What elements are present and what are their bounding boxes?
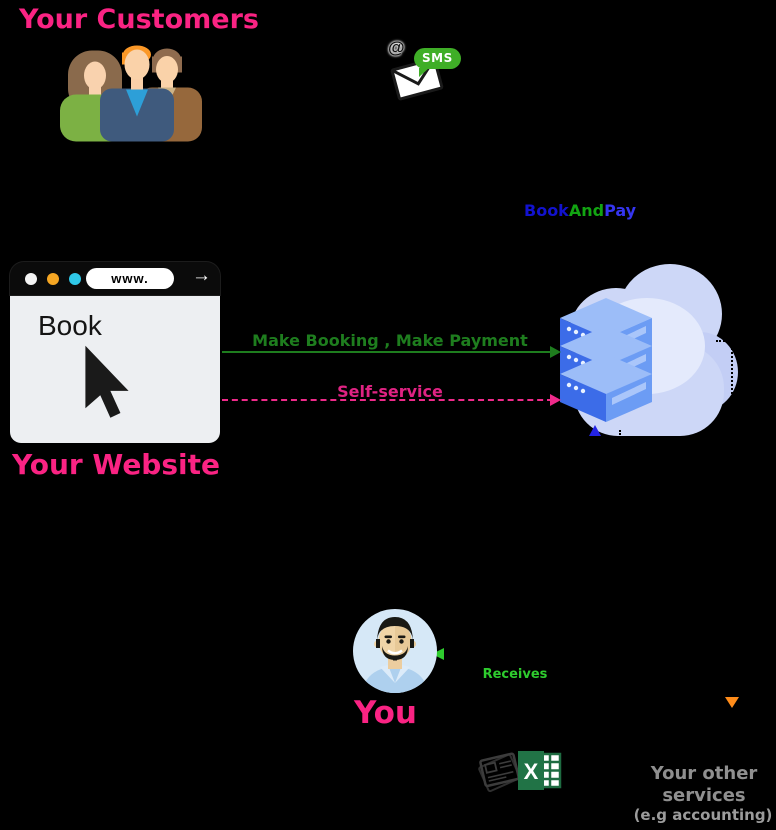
self-service-arrow-line (222, 399, 553, 401)
brand-label: BookAndPay (524, 201, 636, 220)
browser-dot-white-icon (25, 273, 37, 285)
other-services-title: Your other services (650, 763, 758, 806)
brand-and: And (568, 201, 605, 220)
receives-line-vertical (619, 430, 621, 655)
booking-arrow-label: Make Booking , Make Payment (252, 331, 528, 350)
excel-letter: X (524, 759, 539, 784)
address-bar: www. (86, 268, 174, 289)
receives-label: Receives (482, 667, 548, 682)
brand-book: Book (524, 201, 569, 220)
browser-title-bar: www. → (10, 262, 220, 295)
self-service-arrow-label: Self-service (337, 382, 443, 401)
you-to-cloud-arrowhead-icon (589, 425, 601, 436)
booking-arrowhead-icon (550, 346, 561, 358)
invoice-icon (478, 752, 521, 793)
you-caption: You (354, 695, 417, 731)
you-avatar (353, 609, 437, 693)
export-line-vertical (731, 340, 733, 698)
booking-arrow-line (222, 351, 553, 353)
sms-bubble-icon: SMS (414, 48, 461, 77)
brand-pay: Pay (604, 201, 637, 220)
export-line-horizontal (716, 340, 733, 342)
receives-line-horizontal (443, 653, 621, 656)
customers-group-icon (60, 45, 202, 142)
at-symbol-icon: @ (388, 38, 405, 57)
cursor-pointer-icon (85, 345, 129, 418)
server-stack-icon (560, 298, 652, 422)
cloud-server-icon (560, 264, 738, 436)
self-service-arrowhead-icon (550, 394, 561, 406)
go-arrow-icon: → (192, 265, 211, 286)
excel-icon: X (518, 751, 562, 790)
website-browser-window: www. → Book (10, 262, 220, 443)
other-services-subtitle: (e.g accounting) (633, 806, 773, 824)
website-caption: Your Website (12, 448, 220, 481)
customers-title: Your Customers (19, 4, 259, 35)
browser-dot-orange-icon (47, 273, 59, 285)
you-to-cloud-line-horizontal (440, 621, 596, 623)
book-page-text: Book (38, 310, 102, 341)
you-to-cloud-line-vertical (594, 436, 596, 622)
browser-dot-cyan-icon (69, 273, 81, 285)
sms-email-icon: @ SMS (388, 38, 461, 106)
export-arrowhead-icon (725, 697, 739, 708)
